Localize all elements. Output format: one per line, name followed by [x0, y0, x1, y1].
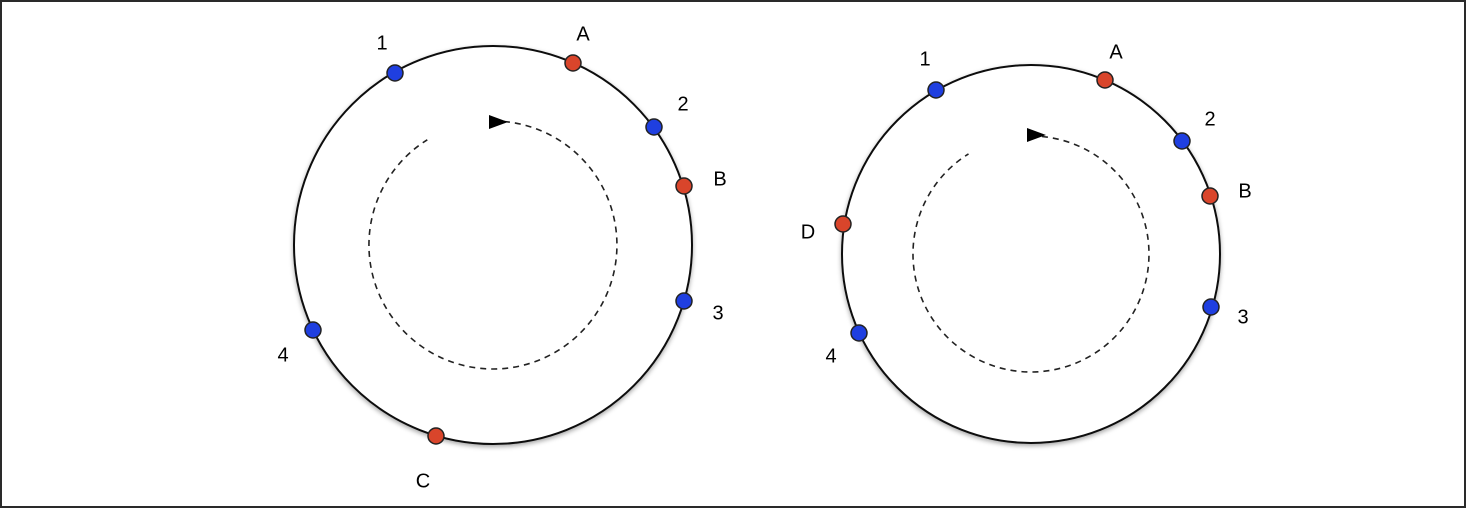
- key-node-a: [564, 54, 582, 72]
- hash-ring-right: 1 A 2B 3 4 D: [801, 41, 1252, 444]
- server-label-2: 2: [1204, 108, 1215, 130]
- server-node-2: [1173, 132, 1191, 150]
- key-label-b: B: [713, 168, 726, 190]
- key-label-b: B: [1238, 180, 1251, 202]
- server-label-3: 3: [1237, 306, 1248, 328]
- ring-circle: [841, 64, 1221, 444]
- key-node-c: [427, 427, 445, 445]
- key-label-c: C: [416, 470, 430, 492]
- key-node-d: [834, 215, 852, 233]
- key-label-a: A: [1109, 41, 1123, 63]
- server-node-3: [1202, 298, 1220, 316]
- rotation-arrow-icon: [489, 115, 508, 129]
- hash-ring-left: 1 A 2B 3C 4: [277, 23, 726, 492]
- key-node-b: [1201, 187, 1219, 205]
- server-node-3: [675, 292, 693, 310]
- rotation-direction-arc: [368, 120, 618, 370]
- server-label-2: 2: [677, 93, 688, 115]
- key-node-a: [1096, 71, 1114, 89]
- server-node-1: [927, 81, 945, 99]
- server-node-2: [645, 118, 663, 136]
- server-label-3: 3: [712, 302, 723, 324]
- key-label-a: A: [576, 23, 590, 45]
- ring-circle: [293, 45, 693, 445]
- server-label-1: 1: [919, 48, 930, 70]
- server-node-4: [304, 321, 322, 339]
- server-label-1: 1: [376, 32, 387, 54]
- server-node-1: [386, 64, 404, 82]
- key-node-b: [675, 177, 693, 195]
- server-label-4: 4: [277, 344, 288, 366]
- server-node-4: [850, 324, 868, 342]
- rotation-arrow-icon: [1027, 128, 1046, 142]
- key-label-d: D: [801, 221, 815, 243]
- server-label-4: 4: [825, 345, 836, 367]
